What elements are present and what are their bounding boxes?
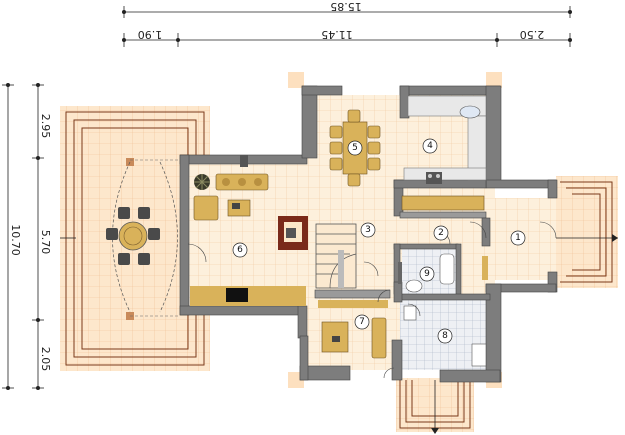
bathroom-fixtures	[403, 253, 487, 367]
tv-cabinet	[190, 286, 306, 306]
room-7-label: 7	[359, 317, 365, 327]
terrace-table-set	[106, 207, 160, 265]
plant-icon	[194, 174, 210, 190]
room-labels: 1 2 3 4 5 6 7 8 9	[232, 138, 526, 344]
room-6-label: 6	[237, 245, 243, 255]
room-9-label: 9	[424, 269, 430, 279]
dimension-label: 1.90	[138, 28, 163, 41]
room-3-label: 3	[365, 225, 371, 235]
entrance-steps-right	[556, 176, 618, 288]
room-1-label: 1	[515, 233, 521, 243]
wall-fixture	[240, 155, 248, 167]
study-furniture	[318, 300, 388, 359]
doors	[187, 221, 557, 379]
dimension-top-total: 15.85	[122, 0, 572, 18]
dimension-label: 2.50	[520, 28, 545, 41]
dimension-left-total: 10.70	[2, 83, 22, 390]
kitchen-cabinet	[401, 195, 485, 211]
dimension-top-segments: 1.90 11.45 2.50	[122, 28, 572, 47]
dimension-label: 10.70	[9, 224, 22, 256]
room-4-label: 4	[427, 141, 433, 151]
room-2-label: 2	[438, 228, 444, 238]
dimension-left-segments: 2.95 5.70 2.05	[32, 83, 52, 390]
room-8-label: 8	[442, 331, 448, 341]
room-5-label: 5	[352, 143, 358, 153]
radiators	[398, 256, 488, 284]
dining-table	[329, 109, 381, 187]
sofa-set	[193, 173, 269, 221]
dimension-label: 2.95	[39, 114, 52, 139]
dimension-label: 11.45	[321, 28, 353, 41]
entrance-steps-bottom	[396, 378, 474, 434]
staircase	[315, 223, 357, 289]
fireplace	[278, 216, 308, 250]
kitchen-counter	[403, 95, 487, 184]
dimension-label: 5.70	[39, 230, 52, 255]
dimension-label: 15.85	[330, 0, 362, 13]
dimension-label: 2.05	[39, 347, 52, 372]
